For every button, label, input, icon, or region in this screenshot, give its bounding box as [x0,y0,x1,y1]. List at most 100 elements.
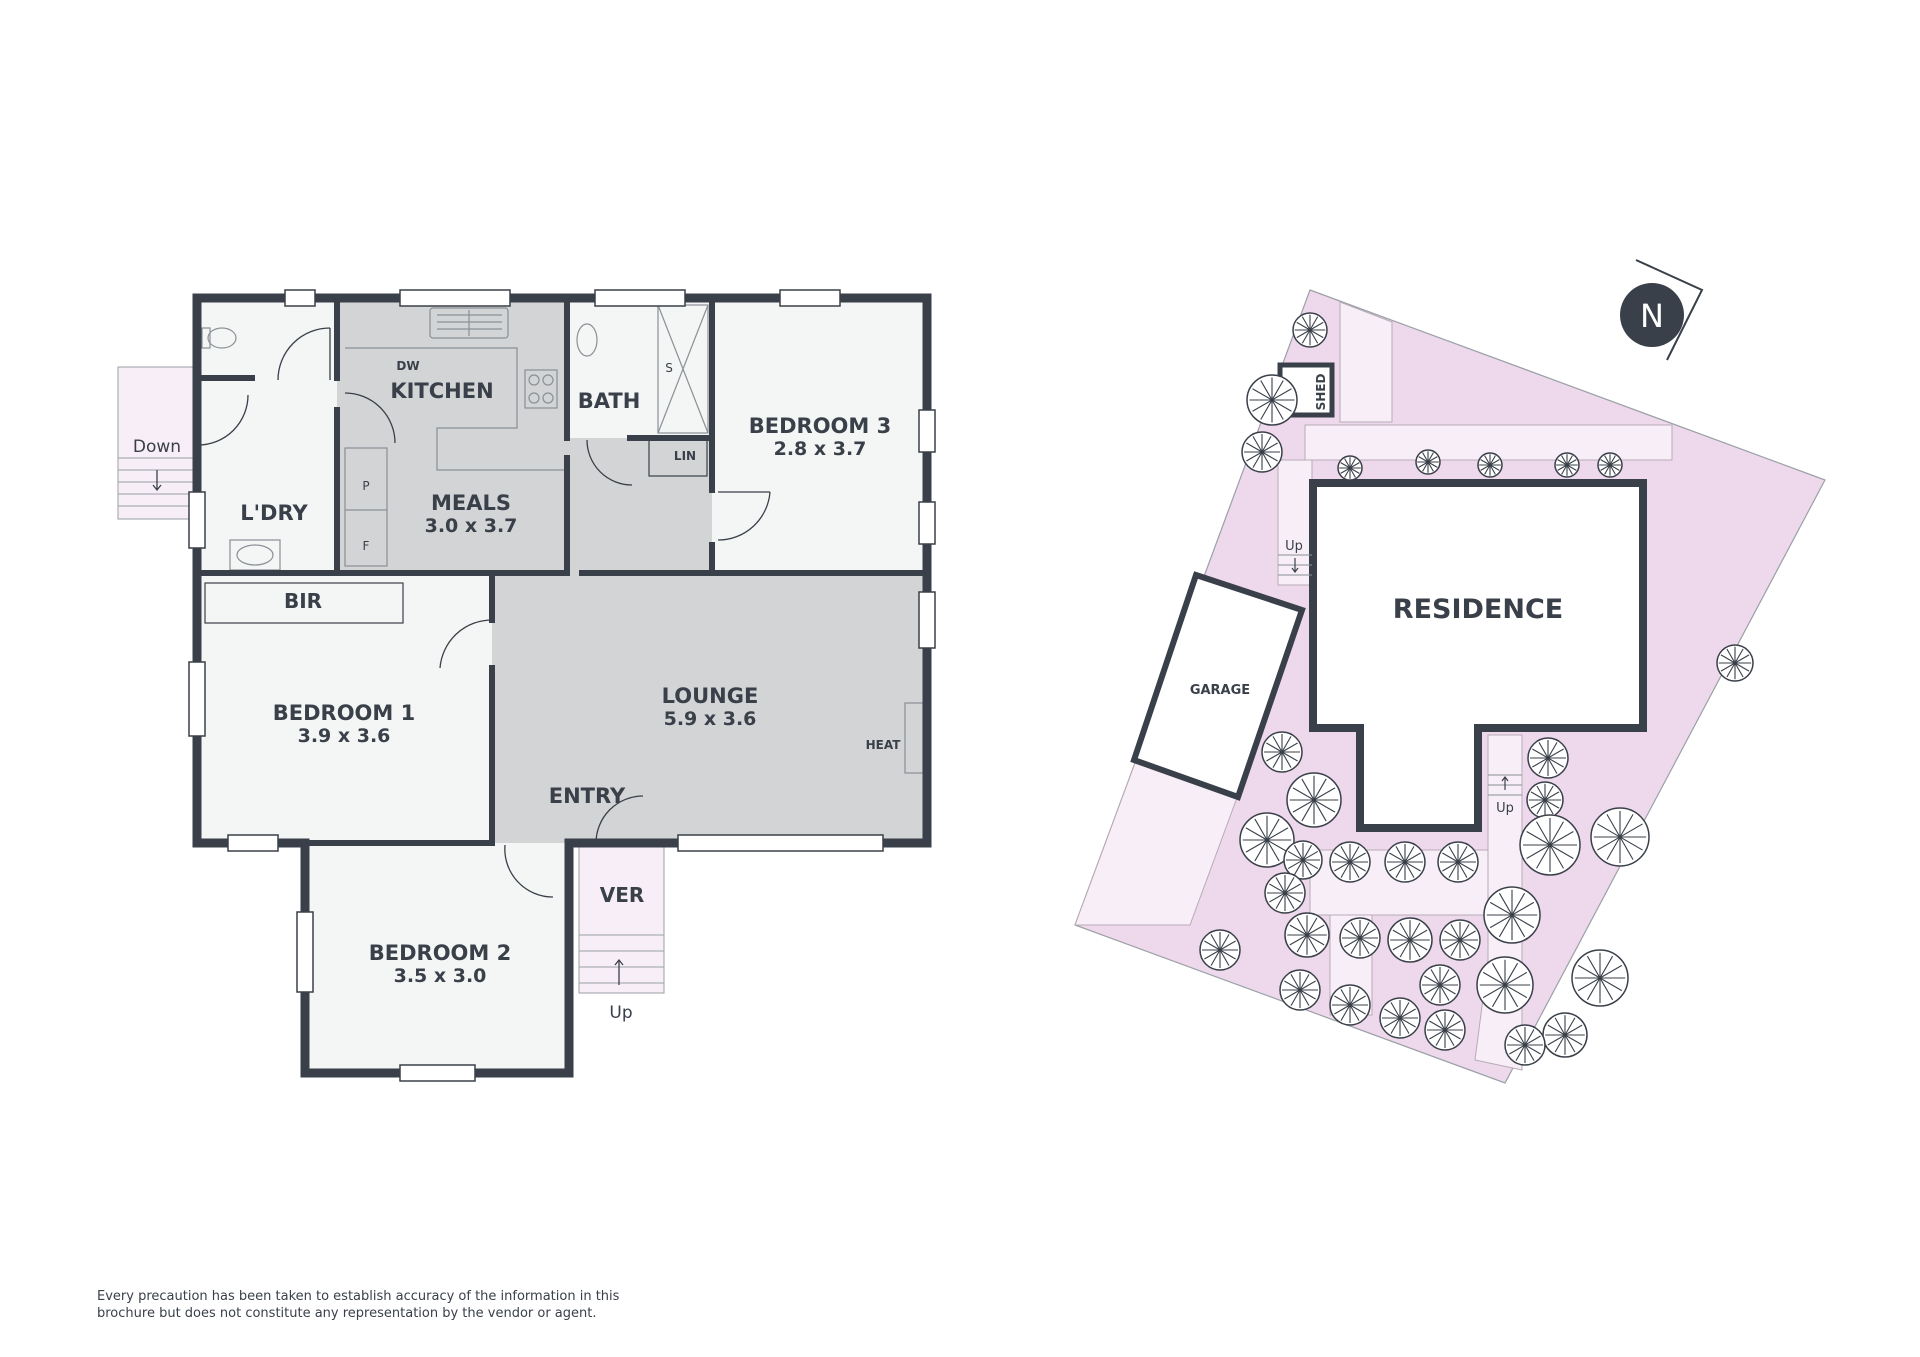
tree-icon [1597,452,1623,478]
tree-icon [1415,449,1441,475]
garage-building [1130,571,1306,801]
bedroom3-fill [712,298,927,573]
tree-icon [1716,644,1754,682]
tree-icon [1476,956,1534,1014]
lounge-label: LOUNGE [662,684,759,708]
verandah-label: VER [600,883,645,907]
disclaimer-line-2: brochure but does not constitute any rep… [97,1306,597,1321]
tree-icon [1424,1009,1466,1051]
tree-icon [1284,912,1330,958]
window [399,1064,476,1082]
wc-fill [197,298,337,378]
heat-label: HEAT [866,738,902,752]
lounge-size: 5.9 x 3.6 [664,708,757,730]
windows [188,289,936,1082]
disclaimer-line-1: Every precaution has been taken to estab… [97,1289,620,1304]
verandah-up-arrow-icon [614,958,624,985]
tree-icon [1437,841,1479,883]
bedroom2-fill [305,843,569,1073]
tree-icon [1477,452,1503,478]
window [227,834,279,852]
bath-fill [567,298,712,438]
window [284,289,316,307]
tree-icon [1483,886,1541,944]
trees [1199,312,1754,1066]
tree-icon [1239,812,1295,868]
tree-icon [1419,964,1461,1006]
fixtures [201,304,924,774]
site-plan: RESIDENCE GARAGE SHED Up Up N [1074,259,1826,1084]
bath-label: BATH [578,389,641,413]
tree-icon [1590,807,1650,867]
tree-icon [1519,814,1581,876]
window [594,289,686,307]
shower-label: S [665,361,673,375]
window [296,911,314,993]
tree-icon [1329,841,1371,883]
tree-icon [1279,969,1321,1011]
meals-size: 3.0 x 3.7 [425,515,518,537]
bedroom3-size: 2.8 x 3.7 [774,438,867,460]
window [918,591,936,649]
tree-icon [1292,312,1328,348]
tree-icon [1283,840,1323,880]
lounge-fill [492,573,927,843]
tree-icon [1261,731,1303,773]
tree-icon [1571,949,1629,1007]
window [399,289,511,307]
tree-icon [1241,431,1283,473]
stair-down-label: Down [133,437,181,457]
bedroom2-label: BEDROOM 2 [369,941,511,965]
tree-icon [1286,772,1342,828]
north-label: N [1640,297,1664,335]
residence-building [1309,479,1647,832]
tree-icon [1264,872,1306,914]
tree-icon [1337,455,1363,481]
meals-label: MEALS [431,491,511,515]
window [918,409,936,453]
tree-icon [1199,929,1241,971]
site-up-right-label: Up [1496,801,1514,816]
verandah-stair-treads [579,934,664,984]
window [918,501,936,545]
garage-label: GARAGE [1190,683,1250,698]
north-arrow-icon [1635,259,1704,361]
site-up-arrow-icon [1291,558,1509,790]
north-badge [1620,283,1684,347]
lin-label: LIN [674,449,696,463]
window [677,834,884,852]
dw-label: DW [396,359,419,373]
north-indicator: N [1620,259,1704,361]
kitchen-meals-fill [337,298,567,573]
kitchen-benches [344,307,567,567]
laundry-fill [197,378,337,573]
window [188,661,206,737]
door-swings [197,327,771,898]
tree-icon [1379,997,1421,1039]
window [779,289,841,307]
bedroom1-label: BEDROOM 1 [273,701,415,725]
site-up-left-label: Up [1285,539,1303,554]
floor-plan: KITCHEN DW BATH S LIN BEDROOM 3 2.8 x 3.… [117,289,936,1082]
tree-icon [1384,841,1426,883]
tree-icon [1246,374,1298,426]
bir-label: BIR [284,589,322,613]
pantry-label: P [362,479,369,493]
fridge-label: F [363,539,370,553]
tree-icon [1504,1024,1546,1066]
entry-label: ENTRY [549,784,626,808]
residence-label: RESIDENCE [1393,594,1563,625]
disclaimer: Every precaution has been taken to estab… [97,1288,657,1322]
laundry-label: L'DRY [240,501,308,525]
tree-icon [1554,452,1580,478]
tree-icon [1339,917,1381,959]
tree-icon [1329,984,1371,1026]
bedroom1-fill [197,573,492,843]
kitchen-label: KITCHEN [390,379,493,403]
window [188,491,206,549]
tree-icon [1542,1012,1588,1058]
shed-label: SHED [1314,374,1328,411]
tree-icon [1527,737,1569,779]
bedroom1-size: 3.9 x 3.6 [298,725,391,747]
tree-icon [1387,917,1433,963]
